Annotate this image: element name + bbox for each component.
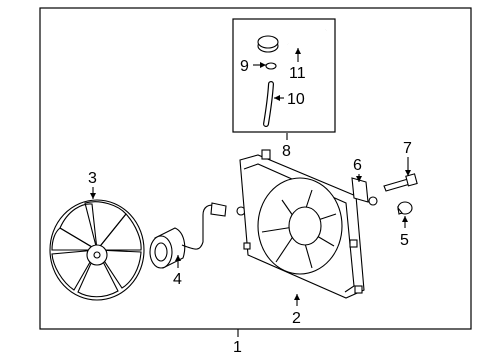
assembly-frame [39, 7, 472, 330]
callout-2: 2 [292, 310, 301, 327]
arrowhead-7 [405, 170, 411, 176]
callout-10: 10 [287, 91, 305, 108]
arrowhead-11 [295, 48, 301, 54]
callout-3: 3 [88, 170, 97, 187]
arrowhead-2 [294, 294, 300, 300]
fan-blade-part [49, 199, 145, 301]
arrowhead-10 [274, 95, 280, 101]
bolt-part [383, 173, 418, 192]
reservoir-kit-box [232, 18, 336, 133]
arrowhead-4 [175, 255, 181, 261]
fan-motor-part [149, 202, 246, 269]
clip-part [351, 177, 378, 206]
callout-8: 8 [282, 143, 291, 160]
callout-7: 7 [403, 140, 412, 157]
grommet-part [397, 201, 413, 215]
overflow-tube-part [263, 81, 274, 127]
reservoir-cap-part [257, 35, 279, 53]
callout-9: 9 [240, 58, 249, 75]
hose-part [287, 28, 327, 46]
callout-1: 1 [233, 339, 242, 356]
callout-6: 6 [353, 157, 362, 174]
callout-11: 11 [289, 65, 306, 82]
callout-5: 5 [400, 232, 409, 249]
fan-shroud-part [239, 149, 365, 299]
arrowhead-6 [356, 176, 362, 182]
o-ring-part [265, 62, 277, 70]
arrowhead-3 [90, 193, 96, 199]
callout-4: 4 [173, 271, 182, 288]
arrowhead-5 [402, 216, 408, 222]
arrowhead-9 [260, 62, 266, 68]
